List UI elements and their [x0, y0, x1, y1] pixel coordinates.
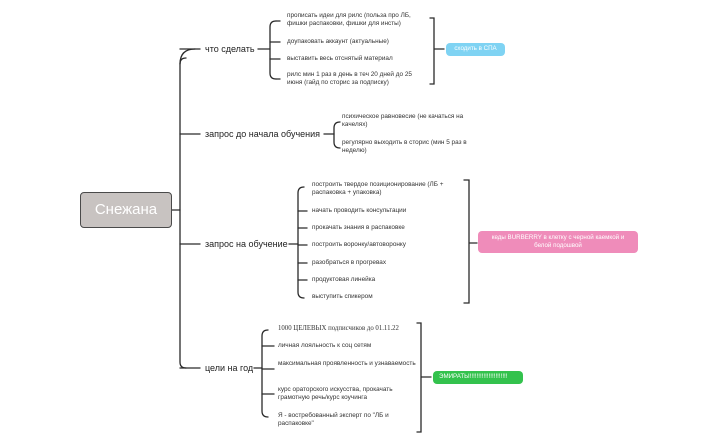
leaf-pre-2[interactable]: регулярно выходить в сторис (мин 5 раз в… — [342, 139, 467, 154]
leaf-goal-5[interactable]: Я - востребованный эксперт по "ЛБ и расп… — [278, 412, 389, 427]
leaf-training-3[interactable]: прокачать знания в распаковке — [312, 224, 405, 231]
bracket-b1 — [429, 17, 445, 85]
leaf-todo-3[interactable]: выставить весь отснятый материал — [287, 55, 393, 62]
summary-emirates[interactable]: ЭМИРАТЫ!!!!!!!!!!!!!!!!!!!!!! — [433, 371, 523, 384]
leaf-training-4[interactable]: построить воронку/автоворонку — [312, 241, 406, 248]
leaf-todo-4[interactable]: рилс мин 1 раз в день в теч 20 дней до 2… — [287, 71, 412, 86]
leaf-training-5[interactable]: разобраться в прогревах — [312, 259, 387, 266]
leaf-training-7[interactable]: выступить спикером — [312, 293, 373, 300]
summary-spa[interactable]: сходить в СПА — [446, 43, 505, 56]
bracket-b4 — [416, 322, 432, 433]
leaf-training-2[interactable]: начать проводить консультации — [312, 207, 407, 214]
branch-todo[interactable]: что сделать — [205, 44, 255, 54]
leaf-training-6[interactable]: продуктовая линейка — [312, 276, 376, 283]
connector-trunk-vertical — [179, 57, 187, 369]
branch-pre-training-request[interactable]: запрос до начала обучения — [205, 129, 321, 139]
connector-top-curve — [179, 48, 196, 65]
bracket-b3 — [463, 179, 478, 304]
branch-training-request[interactable]: запрос на обучение — [205, 239, 288, 249]
connector-b4-vertical — [261, 329, 269, 418]
branch-yearly-goals[interactable]: цели на год — [205, 363, 254, 373]
leaf-todo-2[interactable]: доупаковать аккаунт (актуальные) — [287, 38, 389, 45]
root-label: Снежана — [94, 200, 158, 218]
root-node[interactable]: Снежана — [80, 192, 172, 228]
leaf-goal-4[interactable]: курс ораторского искусства, прокачать гр… — [278, 386, 393, 401]
leaf-goal-3[interactable]: максимальная проявленность и узнаваемост… — [278, 360, 416, 367]
leaf-pre-1[interactable]: психическое равновесие (не качаться на к… — [342, 113, 464, 128]
connector-b3-vertical — [297, 186, 305, 299]
leaf-todo-1[interactable]: прописать идеи для рилс (польза про ЛБ, … — [287, 12, 411, 27]
leaf-goal-1[interactable]: 1000 ЦЕЛЕВЫХ подписчиков до 01.11.22 — [278, 325, 399, 332]
summary-burberry[interactable]: кеды BURBERRY в клетку с черной каемкой … — [478, 231, 638, 253]
connector-b1-vertical — [269, 20, 277, 80]
connector-b2-vertical — [333, 121, 341, 149]
leaf-training-1[interactable]: построить твердое позиционирование (ЛБ +… — [312, 181, 444, 196]
leaf-goal-2[interactable]: личная лояльность к соц сетям — [278, 342, 372, 349]
